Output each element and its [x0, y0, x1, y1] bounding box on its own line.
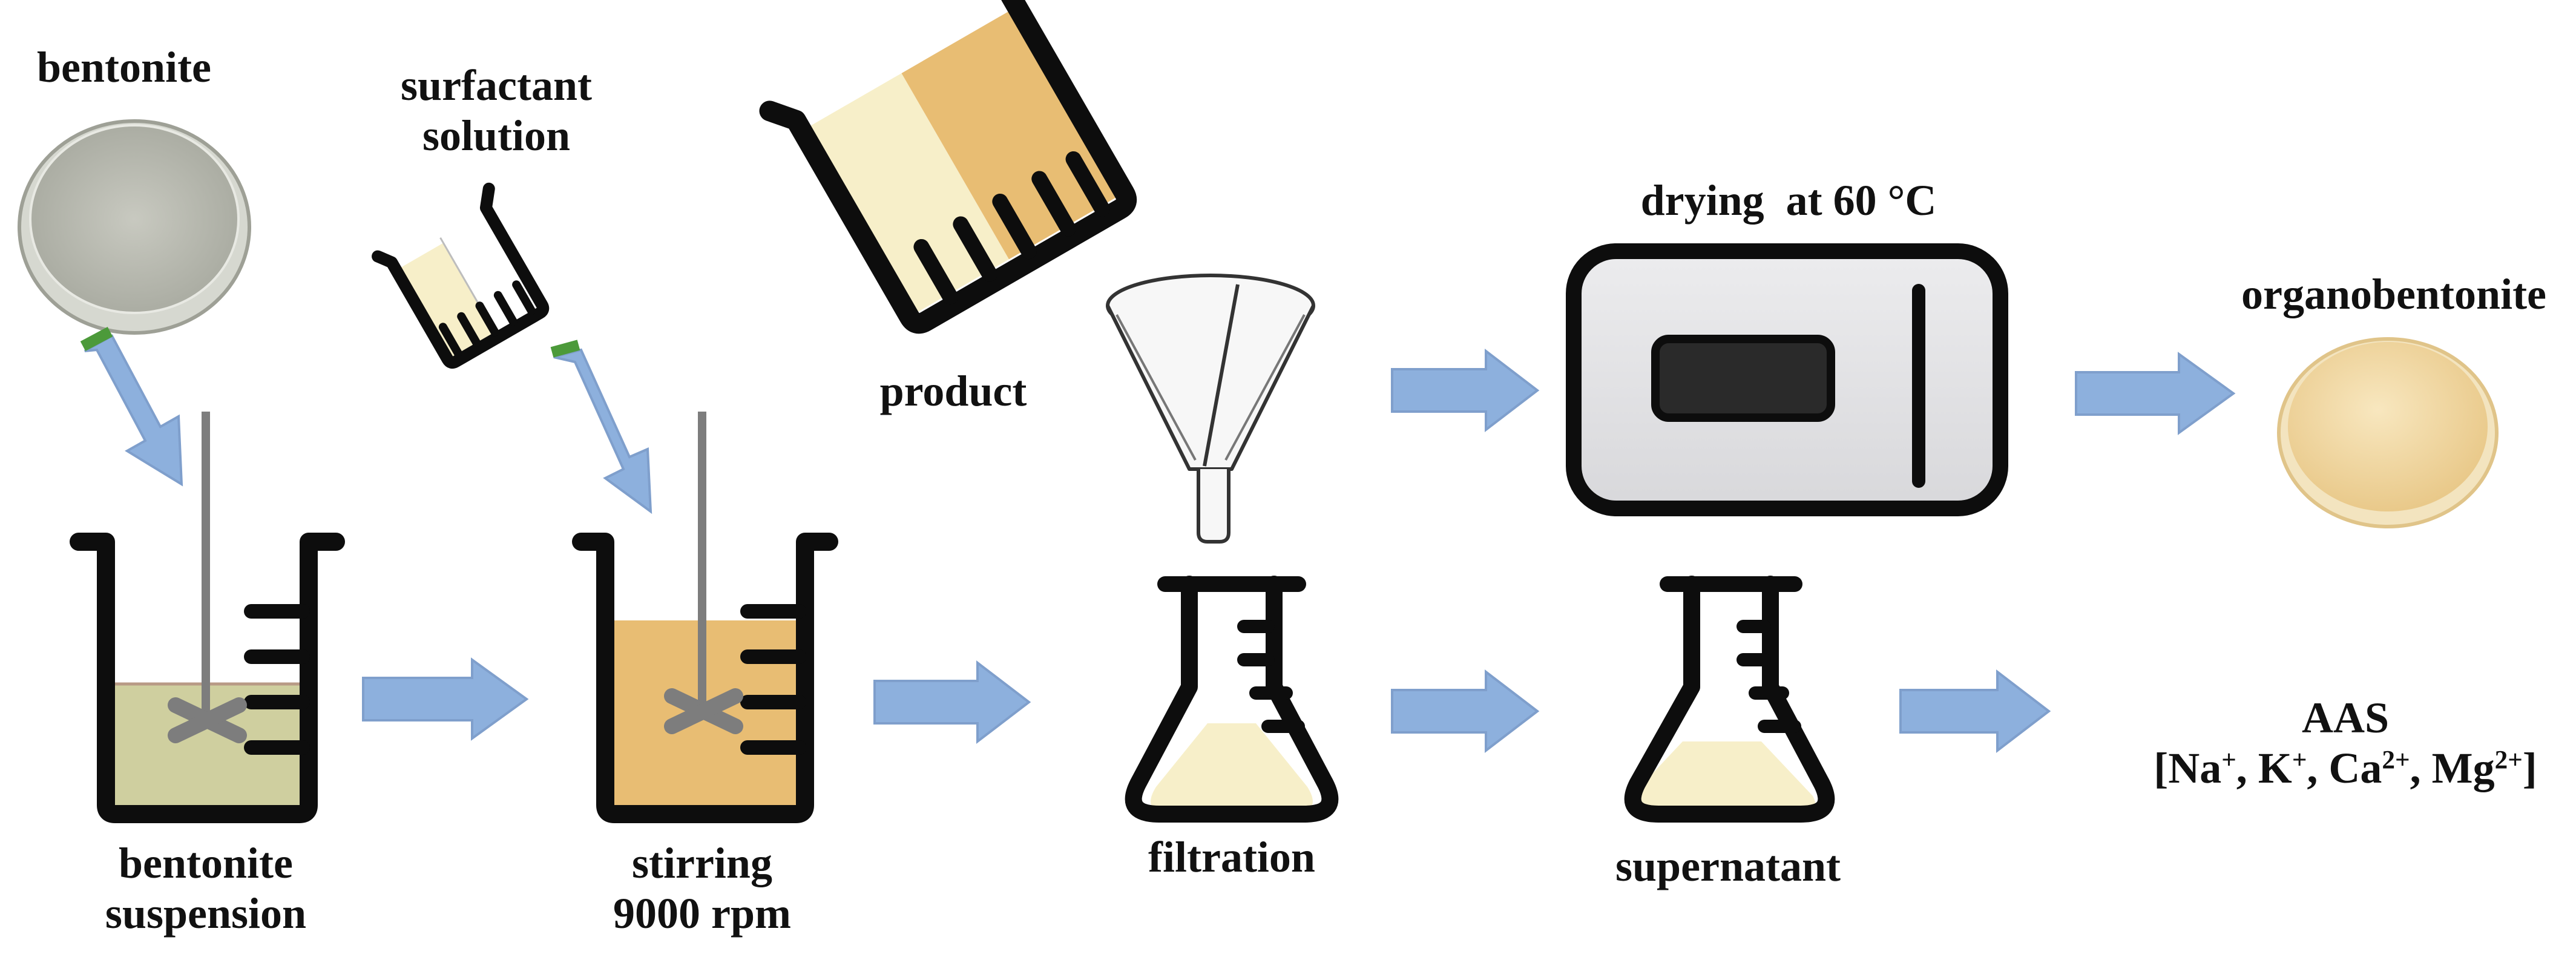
- arrow-right-5: [2075, 352, 2236, 435]
- stirrer-icon: [664, 412, 743, 734]
- flask-supernatant-icon: [1624, 576, 1835, 823]
- label-stirring: stirring 9000 rpm: [613, 839, 791, 938]
- funnel-icon: [1106, 274, 1315, 544]
- beaker-product-pouring-icon: [759, 0, 1137, 334]
- label-surfactant-solution: surfactant solution: [401, 61, 592, 160]
- arrow-bentonite-to-beaker: [80, 327, 183, 487]
- label-bentonite-suspension: bentonite suspension: [105, 839, 307, 938]
- label-aas: AAS [Na+, K+, Ca2+, Mg2+]: [2154, 694, 2537, 792]
- beaker-surfactant-pouring-icon: [372, 182, 550, 369]
- label-product: product: [879, 367, 1027, 415]
- label-filtration: filtration: [1148, 833, 1315, 881]
- stirrer-icon: [168, 412, 247, 743]
- arrow-right-1: [362, 657, 529, 741]
- flask-filtration-icon: [1125, 576, 1339, 823]
- petri-dish-bentonite-icon: [18, 119, 251, 335]
- beaker-bentonite-suspension-icon: [70, 412, 345, 823]
- arrow-right-3: [1391, 348, 1540, 433]
- label-ions: [Na+, K+, Ca2+, Mg2+]: [2154, 743, 2537, 792]
- label-organobentonite: organobentonite: [2241, 270, 2546, 318]
- beaker-stirring-icon: [572, 412, 838, 823]
- oven-drying-icon: [1566, 243, 2008, 516]
- arrow-right-4: [1391, 669, 1540, 754]
- label-drying: drying at 60 °C: [1640, 176, 1937, 225]
- arrow-surfactant-to-beaker: [550, 340, 652, 514]
- arrow-right-6: [1899, 669, 2051, 754]
- label-supernatant: supernatant: [1615, 842, 1841, 890]
- petri-dish-organobentonite-icon: [2277, 337, 2499, 528]
- arrow-right-2: [873, 660, 1031, 744]
- label-bentonite: bentonite: [37, 43, 211, 91]
